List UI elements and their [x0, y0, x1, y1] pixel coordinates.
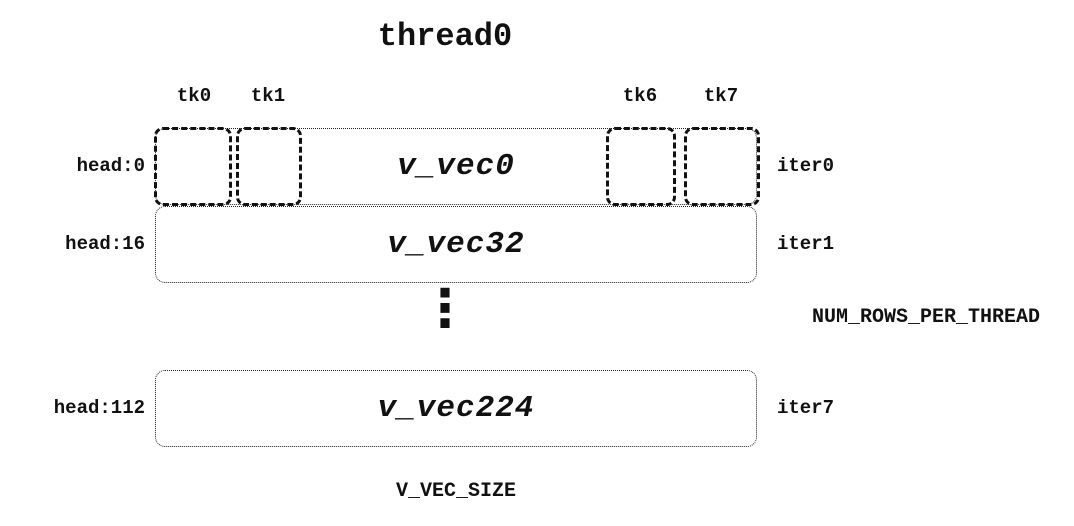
vector-label-v-vec0: v_vec0	[397, 149, 515, 184]
tick-label-tk6: tk6	[622, 85, 658, 107]
thread-cell-tk6	[606, 127, 676, 206]
head-offset-label-0: head:0	[76, 155, 145, 177]
head-offset-label-16: head:16	[65, 233, 145, 255]
tick-label-tk1: tk1	[250, 85, 286, 107]
vertical-ellipsis: ⋮	[419, 279, 471, 339]
tick-label-tk7: tk7	[703, 85, 739, 107]
iter-label-7: iter7	[777, 397, 835, 419]
vector-row-iter1: v_vec32	[155, 206, 757, 283]
tick-label-tk0: tk0	[176, 85, 212, 107]
vector-row-iter0: v_vec0	[154, 127, 760, 206]
vector-row-iter7: v_vec224	[155, 370, 757, 447]
iter-label-0: iter0	[777, 155, 835, 177]
head-offset-label-112: head:112	[53, 397, 145, 419]
iter-label-1: iter1	[777, 233, 835, 255]
thread-cell-tk7	[684, 127, 760, 206]
v-vec-size-label: V_VEC_SIZE	[395, 480, 517, 503]
diagram-title: thread0	[377, 18, 513, 55]
thread-cell-tk0	[154, 127, 232, 206]
vector-label-v-vec32: v_vec32	[387, 227, 525, 262]
thread-cell-tk1	[236, 127, 302, 206]
vector-label-v-vec224: v_vec224	[377, 391, 535, 426]
num-rows-per-thread-label: NUM_ROWS_PER_THREAD	[812, 306, 1041, 329]
